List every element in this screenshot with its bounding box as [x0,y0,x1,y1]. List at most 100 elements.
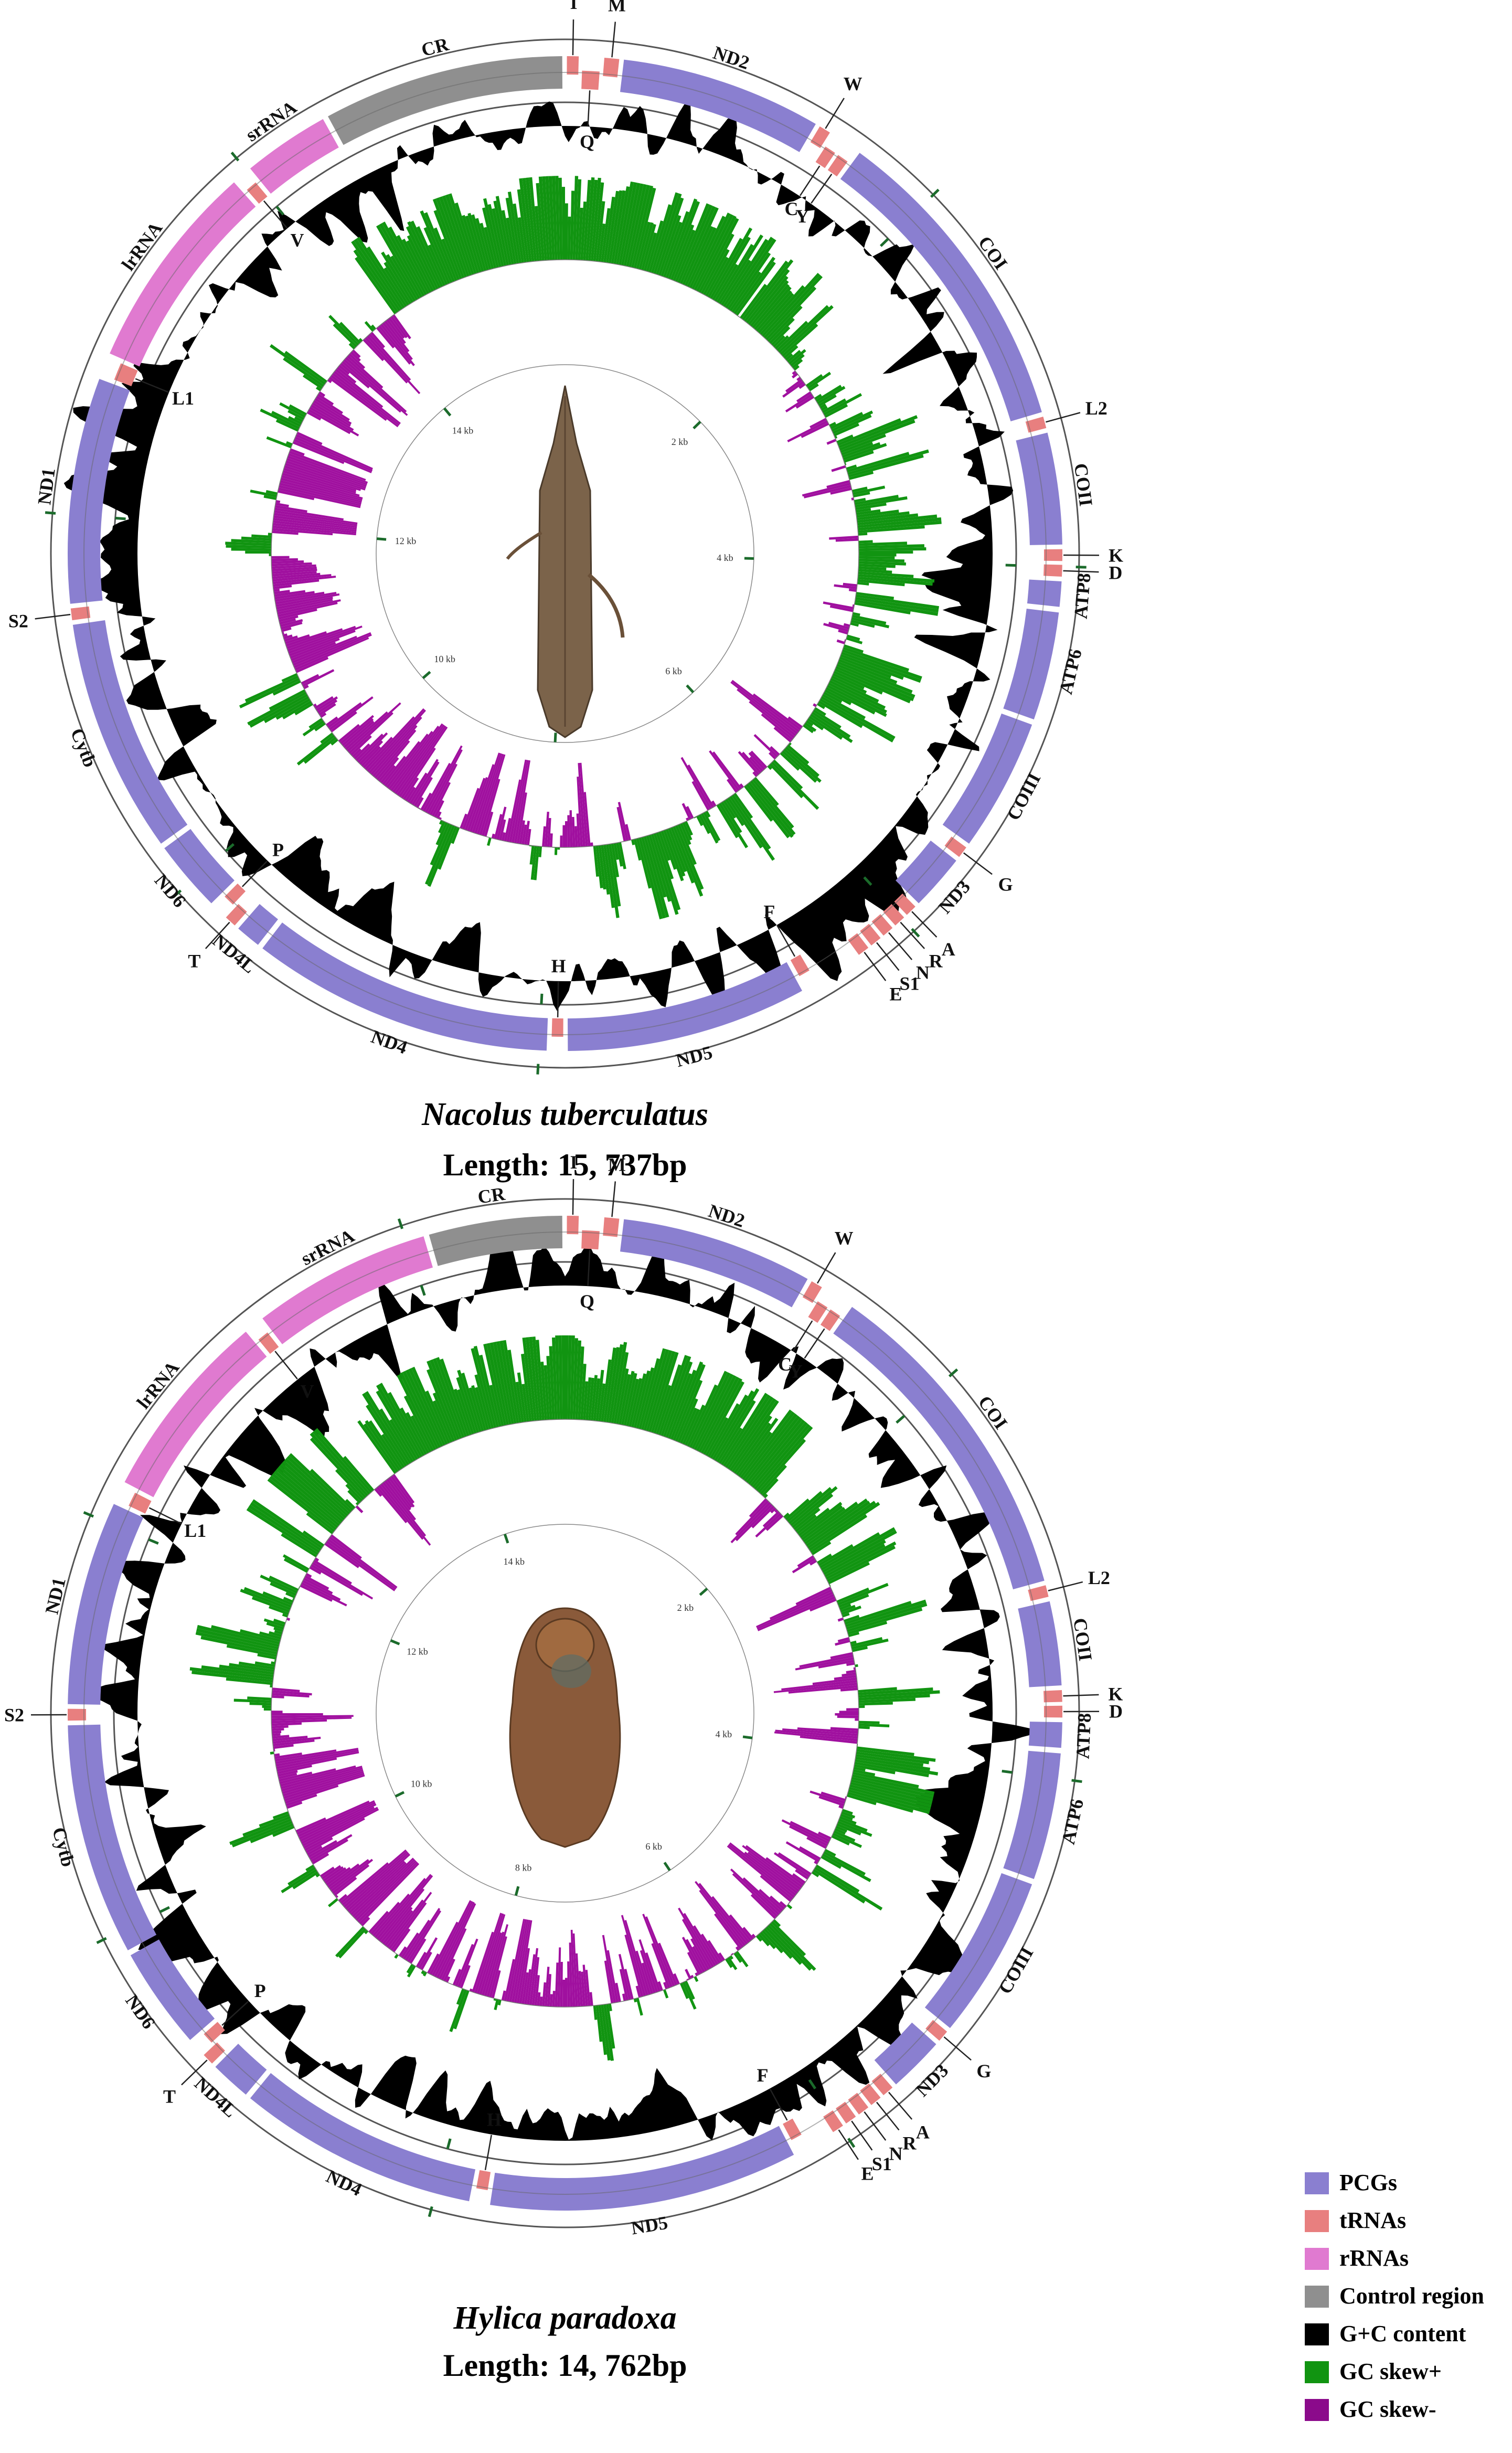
feature-track [68,1216,1062,2211]
feature-arc-lrrna [110,182,256,367]
feature-arc-q [581,1230,600,1250]
feature-arc-cr [429,1216,562,1266]
scale-tick [395,1791,405,1798]
feature-label: Q [580,1291,594,1312]
ring-tick [1071,1779,1082,1783]
scale-tick-label: 10 kb [434,654,455,664]
genome-length-label: Length: 14, 762bp [443,2348,687,2383]
feature-arc-h [551,1018,563,1037]
scale-tick [514,1886,520,1896]
feature-label: H [487,2109,502,2130]
feature-arc-w [802,1281,822,1303]
feature-label: Q [580,131,594,152]
scale-tick [503,1533,509,1544]
ring-tick [172,889,182,899]
feature-arc-l2 [1025,416,1047,433]
legend-item: tRNAs [1305,2207,1406,2233]
scale-tick-label: 14 kb [504,1556,525,1567]
feature-arc-nd5 [489,2126,794,2211]
legend-item: PCGs [1305,2170,1397,2195]
scale-tick-label: 2 kb [677,1602,694,1613]
legend-swatch [1305,2248,1329,2270]
ring-tick [420,1285,426,1296]
ring-tick [540,993,544,1004]
feature-arc-coi [833,1307,1045,1590]
scale-tick-label: 4 kb [717,553,733,563]
ring-tick [159,1906,170,1914]
scale-tick-label: 6 kb [665,666,682,676]
ring-tick [847,2138,856,2148]
feature-label: C [785,198,798,219]
feature-label: M [608,0,626,16]
scale-circle [376,1524,754,1903]
legend-label: rRNAs [1339,2245,1409,2271]
feature-label: P [254,1980,266,2001]
scale-tick-label: 10 kb [411,1778,432,1789]
scale-tick-label: 12 kb [395,536,417,546]
feature-arc-k [1044,1690,1062,1703]
ring-tick [446,2138,452,2149]
legend-item: GC skew+ [1305,2359,1442,2384]
feature-label: T [188,951,200,972]
feature-label: L2 [1085,398,1108,419]
feature-label: ND1 [34,467,59,506]
feature-arc-i [567,1216,579,1235]
ring-tick [275,206,284,216]
feature-label: Y [789,1361,803,1382]
feature-label: E [889,984,902,1005]
strand-line [83,72,1047,1035]
feature-label: F [757,2065,768,2086]
outer-ring [50,38,1080,1069]
feature-arc-nd2 [620,59,816,152]
ring-tick [808,2079,816,2090]
feature-label: ND2 [706,1200,748,1231]
feature-arc-srrna [262,1236,433,1344]
feature-arc-atp6 [1003,608,1059,720]
feature-arc-s2 [70,606,91,621]
gc-skew-track [225,176,942,920]
skew-baseline [271,259,859,848]
feature-arc-nd4 [250,2073,476,2202]
feature-label: S1 [872,2153,892,2174]
legend-label: GC skew- [1339,2396,1436,2422]
legend-label: G+C content [1339,2321,1466,2346]
feature-label: V [291,229,304,250]
feature-arc-cr [328,56,562,145]
feature-arc-nd1 [68,1504,144,1705]
skew-baseline [271,1419,859,2008]
scale-tick [390,1639,400,1645]
feature-label: lrRNA [118,218,166,274]
scale-tick [663,1862,671,1871]
feature-label: A [942,939,955,960]
feature-arc-coii [1016,432,1062,545]
feature-label: T [163,2086,176,2107]
feature-arc-d [1044,564,1062,577]
feature-label: W [835,1228,854,1249]
feature-label: ATP8 [1070,572,1094,620]
feature-label: ATP6 [1058,1797,1088,1846]
feature-label: COII [1070,462,1096,508]
scale-circle [376,364,754,743]
feature-label: srRNA [297,1225,357,1270]
specimen-image [506,385,625,738]
legend-label: Control region [1339,2283,1484,2309]
feature-label: ND5 [630,2212,669,2239]
feature-label: ND3 [934,876,974,918]
feature-label: ND6 [121,1991,159,2033]
feature-label: COI [974,232,1012,274]
scale-tick-label: 8 kb [515,1862,532,1873]
feature-arc-h [476,2170,491,2191]
feature-arc-m [603,1217,620,1237]
feature-label: L1 [172,388,194,409]
feature-label: L1 [184,1520,206,1541]
scale-tick [699,1587,708,1596]
feature-label: Cytb [67,725,101,770]
feature-label: ND4 [323,2165,365,2200]
genome-length-label: Length: 15, 737bp [443,1148,687,1182]
feature-arc-d [1044,1705,1062,1718]
feature-arc-nd4 [262,922,548,1051]
scale-tick-label: 6 kb [645,1841,662,1852]
scale-tick [693,421,701,430]
